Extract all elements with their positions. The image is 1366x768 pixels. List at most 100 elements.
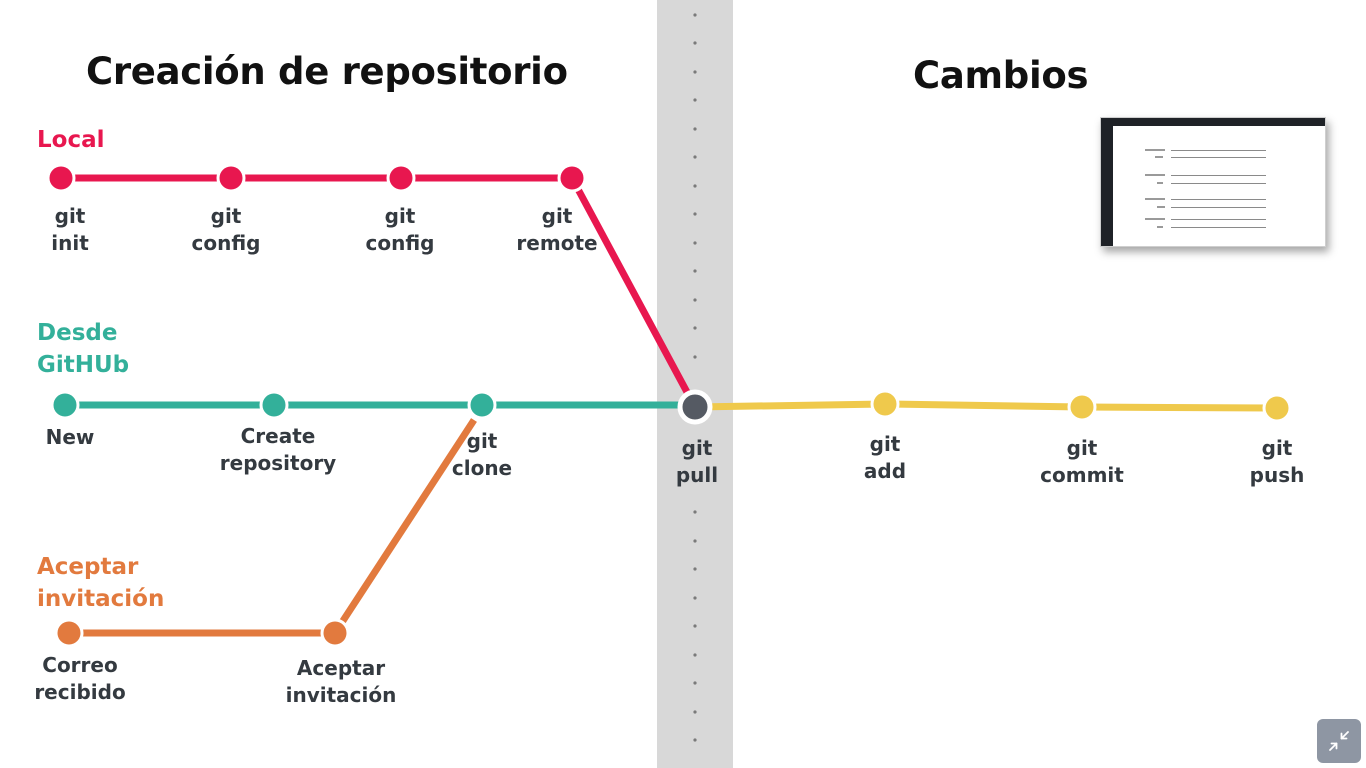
label-line: pull <box>675 463 719 487</box>
label-line: clone <box>451 456 513 480</box>
github-node <box>50 390 80 420</box>
divider-dot <box>693 539 697 543</box>
thumbnail-toolbar <box>1101 118 1325 126</box>
thumbnail-label <box>1157 182 1163 184</box>
github-node <box>467 390 497 420</box>
local-node-label: git config <box>192 203 261 257</box>
divider-dot <box>693 212 697 216</box>
thumbnail-row <box>1171 183 1266 184</box>
thumbnail-label <box>1157 206 1165 208</box>
label-line: Desde <box>37 320 118 346</box>
label-line: Aceptar <box>37 554 139 580</box>
divider-dot <box>693 70 697 74</box>
divider-dot <box>693 13 697 17</box>
label-line: git <box>1066 436 1098 460</box>
label-line: Create <box>240 424 316 448</box>
thumbnail-label <box>1145 174 1165 176</box>
github-node-label: Create repository <box>220 423 336 477</box>
changes-node <box>870 389 900 419</box>
changes-node <box>1262 393 1292 423</box>
label-line: Correo <box>42 653 118 677</box>
divider-dot <box>693 596 697 600</box>
local-node <box>557 163 587 193</box>
divider-dot <box>693 510 697 514</box>
label-line: commit <box>1040 463 1124 487</box>
divider-dot <box>693 681 697 685</box>
label-line: New <box>45 425 95 449</box>
label-line: invitación <box>37 586 165 612</box>
label-line: recibido <box>34 680 126 704</box>
local-node <box>46 163 76 193</box>
local-to-pull-connector <box>568 176 699 409</box>
thumbnail-row <box>1171 227 1266 228</box>
collapse-button[interactable] <box>1317 719 1361 763</box>
divider-dot <box>693 184 697 188</box>
divider-dot <box>693 624 697 628</box>
label-line: repository <box>219 451 337 475</box>
invite-node <box>54 618 84 648</box>
label-line: git <box>869 432 901 456</box>
track-label-invite: Aceptar invitación <box>37 551 164 615</box>
label-line: push <box>1249 463 1305 487</box>
changes-track-segment <box>1081 403 1278 412</box>
github-node <box>259 390 289 420</box>
label-line: remote <box>516 231 598 255</box>
thumbnail-label <box>1157 226 1163 228</box>
label-line: init <box>51 231 89 255</box>
divider-dot <box>693 155 697 159</box>
divider-dot <box>693 355 697 359</box>
label-line: git <box>541 204 573 228</box>
thumbnail-row <box>1171 175 1266 176</box>
collapse-arrows-icon <box>1329 731 1349 751</box>
thumbnail-label <box>1145 198 1165 200</box>
divider-dot <box>693 326 697 330</box>
label-line: GitHUb <box>37 352 130 378</box>
github-node-label: New <box>46 424 95 451</box>
label-line: Local <box>37 127 105 153</box>
label-line: git <box>1261 436 1293 460</box>
changes-node-label: git commit <box>1040 435 1124 489</box>
changes-track-segment <box>884 400 1083 411</box>
thumbnail-row <box>1171 199 1266 200</box>
label-line: invitación <box>285 683 397 707</box>
local-node-label: git init <box>51 203 89 257</box>
divider-dot <box>693 241 697 245</box>
thumbnail-row <box>1171 219 1266 220</box>
label-line: add <box>863 459 907 483</box>
screenshot-thumbnail[interactable] <box>1100 117 1326 247</box>
changes-node-label: git push <box>1250 435 1305 489</box>
divider-dot <box>693 127 697 131</box>
title-changes: Cambios <box>913 54 1089 97</box>
label-line: git <box>210 204 242 228</box>
label-line: config <box>191 231 261 255</box>
divider-dot <box>693 738 697 742</box>
thumbnail-label <box>1155 156 1163 158</box>
pull-hub-node <box>677 389 713 425</box>
thumbnail-sidebar <box>1101 118 1113 246</box>
local-node <box>386 163 416 193</box>
thumbnail-row <box>1171 150 1266 151</box>
local-node <box>216 163 246 193</box>
invite-node <box>320 618 350 648</box>
divider-dot <box>693 653 697 657</box>
local-node-label: git remote <box>516 203 597 257</box>
invite-node-label: Correo recibido <box>34 652 125 706</box>
thumbnail-row <box>1171 207 1266 208</box>
divider-dot <box>693 567 697 571</box>
divider-dot <box>693 41 697 45</box>
thumbnail-row <box>1171 157 1266 158</box>
track-label-local: Local <box>37 124 105 156</box>
changes-track-segment <box>694 400 886 411</box>
thumbnail-label <box>1145 218 1165 220</box>
title-repository-creation: Creación de repositorio <box>86 50 568 93</box>
label-line: git <box>384 204 416 228</box>
label-line: git <box>54 204 86 228</box>
invite-to-clone-connector <box>332 418 477 635</box>
divider-dot <box>693 710 697 714</box>
